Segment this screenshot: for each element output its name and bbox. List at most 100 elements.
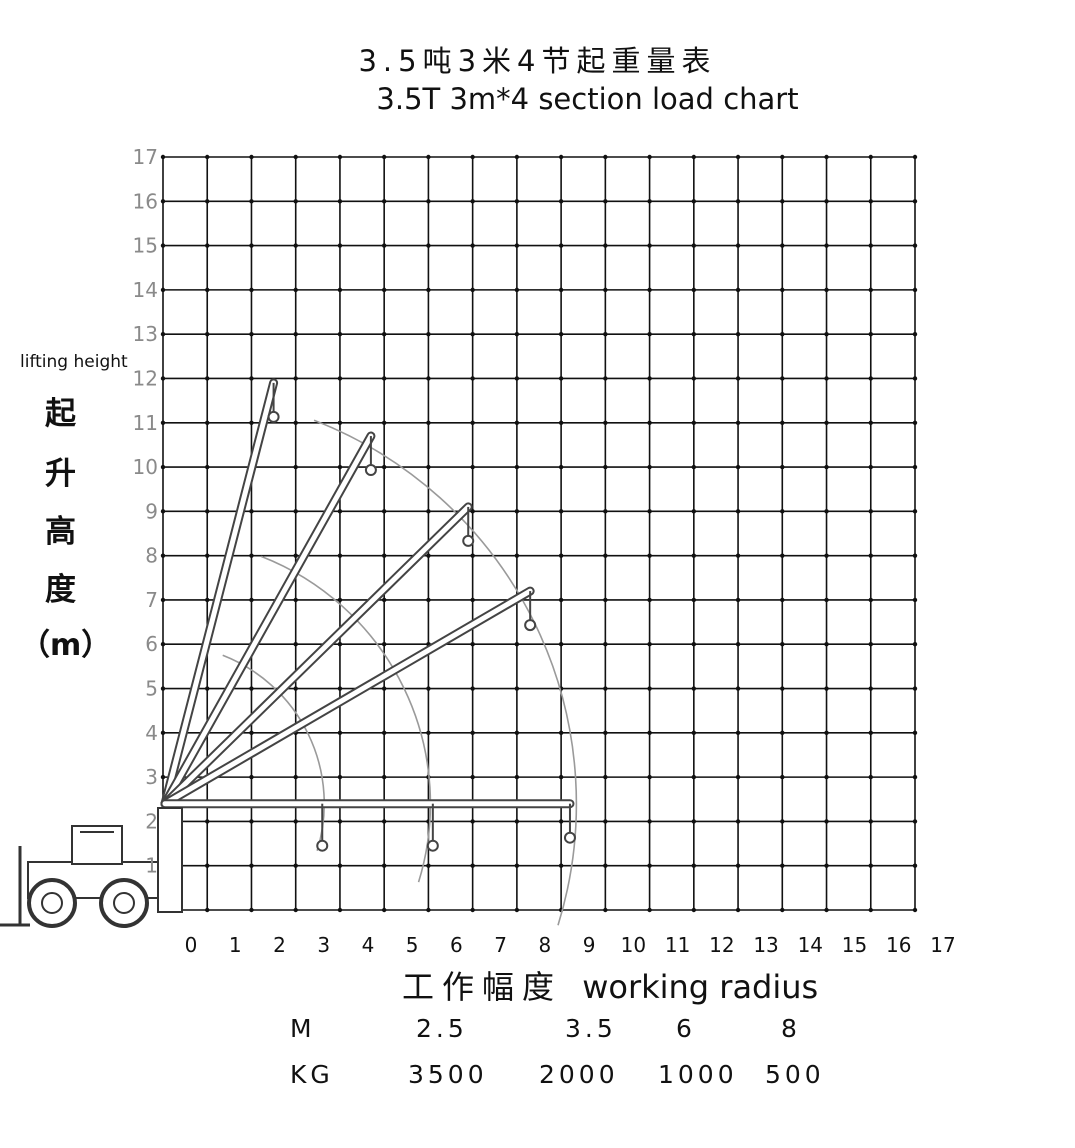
y-tick-label: 4 [145,721,158,745]
grid-node [470,907,475,913]
grid-node [249,420,254,425]
grid-node [205,287,210,293]
grid-node [558,243,564,248]
grid-node [205,819,210,824]
grid-node [868,863,873,868]
grid-node [205,331,210,337]
grid-node [470,420,475,425]
grid-node [558,464,564,470]
x-tick-label: 15 [842,933,867,957]
grid-node [780,774,785,780]
table-cell-m: 2.5 [416,1014,468,1043]
grid-node [735,376,741,381]
grid-node [558,553,564,558]
grid-node [470,819,475,824]
grid-node [381,199,387,204]
grid-node [337,199,343,204]
grid-node [824,154,829,160]
grid-node [912,553,918,558]
grid-node [293,863,298,868]
grid-node [735,819,741,824]
grid-node [912,774,918,780]
grid-node [205,154,210,160]
grid-node [603,642,608,647]
grid-node [780,597,785,603]
x-tick-label: 14 [798,933,823,957]
grid-node [381,686,387,691]
grid-node [824,774,829,780]
grid-node [249,509,254,514]
grid-node [868,376,873,381]
grid-node [735,553,741,558]
grid-node [470,597,475,603]
grid-node [647,730,652,736]
grid-node [381,509,387,514]
grid-node [205,464,210,470]
grid-node [824,509,829,514]
grid-node [780,420,785,425]
grid-node [868,199,873,204]
grid-node [912,154,918,160]
grid-node [691,907,697,913]
grid-node [558,154,564,160]
grid-node [514,863,520,868]
grid-node [470,331,475,337]
grid-node [824,907,829,913]
y-axis-label-char: 高 [45,514,78,550]
grid-node [558,819,564,824]
grid-node [160,774,166,780]
grid-node [647,863,652,868]
grid-node [337,331,343,337]
grid-node [912,819,918,824]
grid-node [735,287,741,293]
grid-node [205,907,210,913]
grid-node [603,243,608,248]
grid-node [514,464,520,470]
grid-node [735,863,741,868]
grid-node [603,597,608,603]
y-tick-label: 1 [145,854,158,878]
grid-node [558,597,564,603]
grid-node [160,686,166,691]
grid-node [249,154,254,160]
grid-node [160,243,166,248]
grid-node [735,774,741,780]
grid-node [735,154,741,160]
table-cell-m: 8 [781,1014,801,1043]
grid-node [381,420,387,425]
y-tick-label: 3 [145,765,158,789]
grid-node [603,863,608,868]
grid-node [780,287,785,293]
grid-node [603,199,608,204]
grid-node [868,331,873,337]
grid-node [249,774,254,780]
grid-node [293,819,298,824]
grid-node [912,597,918,603]
grid-node [293,464,298,470]
grid-node [647,597,652,603]
grid-node [868,464,873,470]
grid-node [780,464,785,470]
grid-node [426,553,431,558]
grid-node [868,287,873,293]
grid-node [293,331,298,337]
grid-node [249,553,254,558]
grid-node [558,642,564,647]
grid-node [205,597,210,603]
grid-node [647,420,652,425]
grid-node [514,686,520,691]
grid-node [426,863,431,868]
grid-node [868,509,873,514]
grid-node [912,199,918,204]
grid-node [824,199,829,204]
grid-node [205,863,210,868]
grid-node [647,464,652,470]
grid-node [160,597,166,603]
grid-node [558,774,564,780]
table-cell-kg: 2000 [539,1060,619,1089]
grid-node [426,597,431,603]
grid-node [293,774,298,780]
grid-node [514,420,520,425]
chart-grid [160,154,918,913]
grid-node [293,154,298,160]
